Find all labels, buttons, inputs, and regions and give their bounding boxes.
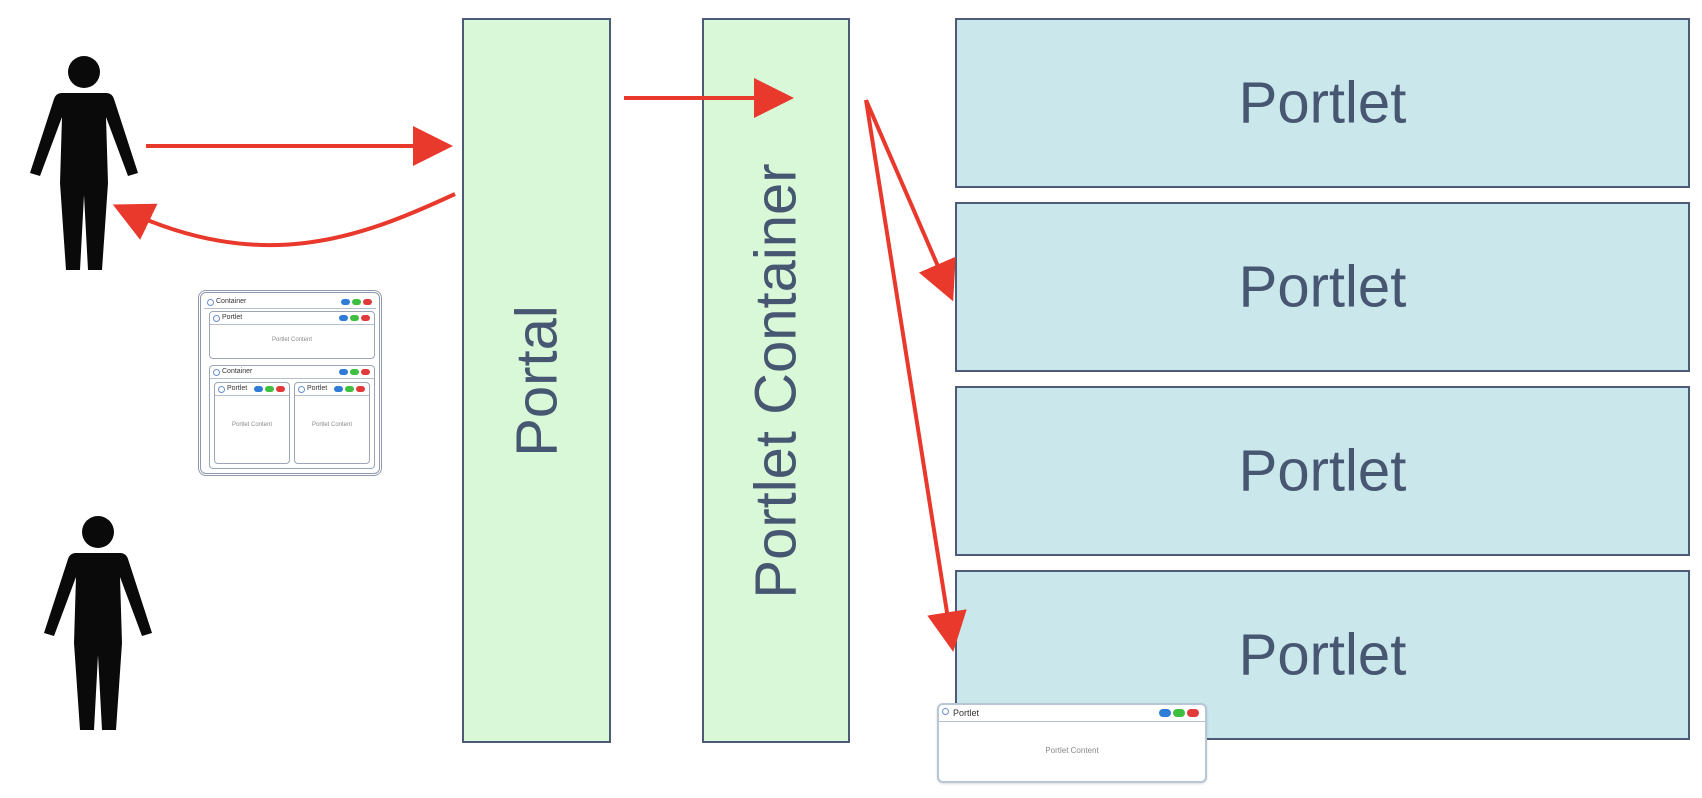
mini-title-bar: Portlet xyxy=(210,312,374,325)
thumbnail-top-portlet: Portlet Portlet Content xyxy=(209,311,375,359)
portlet-label: Portlet xyxy=(1238,70,1407,136)
window-icon xyxy=(942,708,949,715)
window-controls-icon xyxy=(339,315,370,321)
thumbnail-portlet-left: Portlet Portlet Content xyxy=(214,382,290,464)
mini-content: Portlet Content xyxy=(231,422,273,428)
response-arrow xyxy=(112,192,456,248)
window-controls-icon xyxy=(334,386,365,392)
mini-content: Portlet Content xyxy=(271,337,313,343)
portal-column: Portal xyxy=(462,18,611,743)
portlet-container-column: Portlet Container xyxy=(702,18,850,743)
thumbnail-title-bar: Container xyxy=(204,296,376,309)
window-icon xyxy=(298,386,305,393)
thumbnail-portlet-right: Portlet Portlet Content xyxy=(294,382,370,464)
window-controls-icon xyxy=(341,299,372,305)
portlet-label: Portlet xyxy=(1238,254,1407,320)
container-to-portlet-2-arrow xyxy=(864,99,956,302)
portlet-label: Portlet xyxy=(1238,438,1407,504)
portlet-box-1: Portlet xyxy=(955,18,1690,188)
portlet-box-3: Portlet xyxy=(955,386,1690,556)
mini-title-bar: Portlet xyxy=(215,383,289,396)
window-icon xyxy=(213,315,220,322)
window-controls-icon xyxy=(339,369,370,375)
thumbnail-title: Portlet xyxy=(953,708,980,718)
mini-title: Portlet xyxy=(222,314,243,321)
container-to-portlet-4-arrow xyxy=(864,99,967,652)
mini-content: Portlet Content xyxy=(311,422,353,428)
window-controls-icon xyxy=(1159,709,1199,717)
mini-title: Portlet xyxy=(227,385,248,392)
person-icon xyxy=(44,516,152,730)
person-icon xyxy=(30,56,138,270)
mini-title: Portlet xyxy=(307,385,328,392)
window-icon xyxy=(213,369,220,376)
thumbnail-content: Portlet Content xyxy=(1045,746,1099,755)
thumbnail-nested-container: Container Portlet Portlet Content Portle… xyxy=(209,365,375,469)
portlet-thumbnail: Portlet Portlet Content xyxy=(937,703,1207,783)
window-icon xyxy=(207,299,214,306)
thumbnail-title: Container xyxy=(216,298,247,305)
mini-title: Container xyxy=(222,368,253,375)
portlet-box-2: Portlet xyxy=(955,202,1690,372)
mini-title-bar: Portlet xyxy=(295,383,369,396)
window-icon xyxy=(218,386,225,393)
layout-thumbnail: Container Portlet Portlet Content Contai… xyxy=(198,290,382,476)
mini-title-bar: Container xyxy=(210,366,374,379)
thumbnail-title-bar: Portlet xyxy=(939,705,1205,722)
window-controls-icon xyxy=(254,386,285,392)
portlet-label: Portlet xyxy=(1238,622,1407,688)
